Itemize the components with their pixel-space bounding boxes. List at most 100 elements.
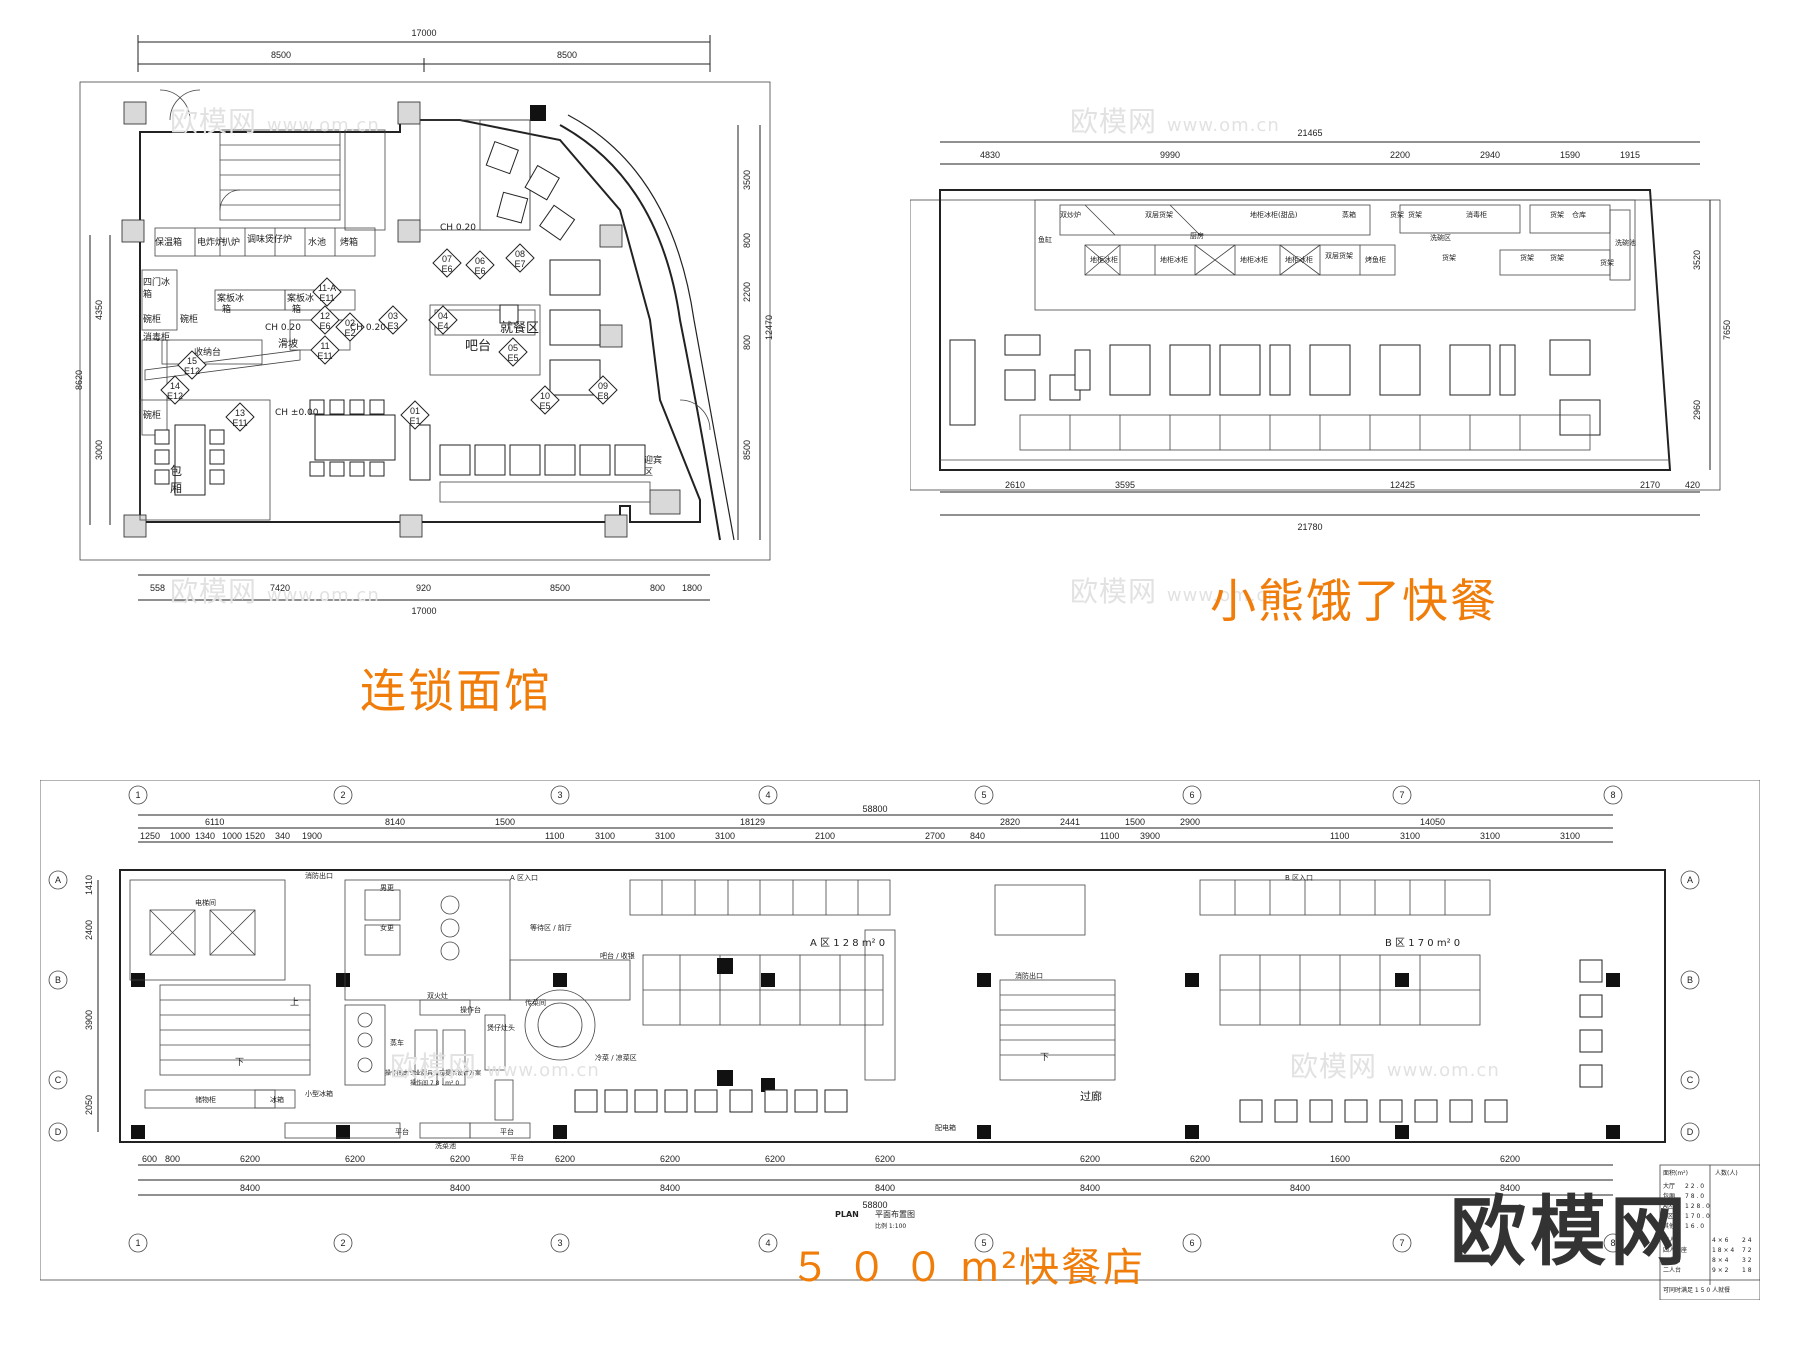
cashier-label: 收纳台 (194, 346, 221, 358)
svg-text:08: 08 (515, 249, 525, 259)
svg-text:E4: E4 (437, 321, 448, 331)
height-mark-3: CH 0.20 (350, 323, 386, 333)
plan-xiaoxiong-fastfood: 21465 4830 9990 2200 2940 1590 1915 2610… (910, 120, 1750, 550)
svg-text:B: B (1687, 975, 1693, 985)
private-room-label-2: 厢 (170, 481, 182, 495)
caption-noodle-shop: 连锁面馆 (360, 664, 552, 718)
fastfood-drawing: 21465 4830 9990 2200 2940 1590 1915 2610… (910, 128, 1732, 532)
svg-text:B: B (55, 975, 61, 985)
svg-text:E8: E8 (597, 391, 608, 401)
svg-text:消毒柜: 消毒柜 (1466, 210, 1487, 219)
svg-text:2940: 2940 (1480, 150, 1500, 160)
svg-text:3100: 3100 (1560, 831, 1580, 841)
watermark: 欧模网 www.om.cn (170, 575, 380, 608)
svg-text:货架: 货架 (1520, 253, 1534, 262)
elevator-core (129, 879, 286, 981)
board-fridge2-label: 案板冰 (287, 292, 314, 304)
svg-text:地柜冰柜: 地柜冰柜 (1285, 255, 1313, 264)
p1-dim-left-0: 4350 (94, 300, 104, 320)
svg-text:鱼缸: 鱼缸 (1038, 235, 1052, 244)
svg-text:15: 15 (187, 356, 197, 366)
svg-text:E7: E7 (514, 259, 525, 269)
svg-text:8 × 4: 8 × 4 (1712, 1257, 1729, 1264)
p1-dim-bottom-1: 7420 (270, 583, 290, 593)
p1-dim-bottom-4: 800 (650, 583, 665, 593)
dining-tables (485, 140, 601, 396)
svg-text:小型冰箱: 小型冰箱 (305, 1089, 333, 1098)
svg-text:E2: E2 (344, 328, 355, 338)
svg-text:厨房: 厨房 (1190, 231, 1204, 240)
svg-text:3: 3 (557, 790, 562, 800)
svg-text:人数(人): 人数(人) (1715, 1169, 1738, 1177)
stair-mid (999, 979, 1116, 1081)
svg-text:B 区入口: B 区入口 (1285, 874, 1313, 882)
welcome-label-2: 区 (644, 467, 653, 478)
svg-text:洗菜池: 洗菜池 (435, 1141, 456, 1150)
svg-text:3595: 3595 (1115, 480, 1135, 490)
p1-dim-left-2: 3000 (94, 440, 104, 460)
svg-text:双火灶: 双火灶 (427, 991, 448, 1000)
disinfect-label: 消毒柜 (143, 331, 170, 343)
svg-text:E5: E5 (539, 401, 550, 411)
svg-text:7650: 7650 (1722, 320, 1732, 340)
svg-text:1900: 1900 (302, 831, 322, 841)
noodle-shop-drawing: 17000 8500 8500 558 7420 920 8500 800 18… (74, 28, 774, 616)
caption-fastfood: 小熊饿了快餐 (1210, 574, 1498, 628)
corridor-label: 过廊 (1080, 1089, 1102, 1103)
svg-text:蒸车: 蒸车 (390, 1038, 404, 1047)
svg-text:地柜冰柜: 地柜冰柜 (1160, 255, 1188, 264)
svg-text:7: 7 (1399, 790, 1404, 800)
svg-text:1 7 0 . 0: 1 7 0 . 0 (1685, 1213, 1710, 1220)
svg-text:2400: 2400 (84, 920, 94, 940)
svg-text:6110: 6110 (205, 817, 224, 827)
svg-text:包厢: 包厢 (1663, 1192, 1675, 1200)
svg-text:1 8 × 4: 1 8 × 4 (1712, 1247, 1734, 1254)
svg-text:女更: 女更 (380, 923, 394, 932)
svg-text:消防出口: 消防出口 (1015, 971, 1043, 980)
svg-text:2200: 2200 (1390, 150, 1410, 160)
bowl-cabinet-3: 碗柜 (143, 409, 161, 421)
p1-dim-right-5: 8500 (742, 440, 752, 460)
svg-text:1000: 1000 (170, 831, 190, 841)
svg-text:平面布置图: 平面布置图 (875, 1209, 915, 1219)
svg-text:烤鱼柜: 烤鱼柜 (1365, 255, 1386, 264)
plan-noodle-shop: 17000 8500 8500 558 7420 920 8500 800 18… (60, 20, 840, 620)
svg-text:14: 14 (170, 381, 180, 391)
svg-text:储物柜: 储物柜 (195, 1095, 216, 1104)
bar-label: 吧台 (465, 339, 491, 354)
svg-text:8: 8 (1610, 1238, 1615, 1248)
svg-text:6200: 6200 (875, 1154, 895, 1164)
svg-text:货架: 货架 (1408, 210, 1422, 219)
svg-text:货架: 货架 (1550, 253, 1564, 262)
svg-text:1100: 1100 (545, 831, 564, 841)
svg-text:其他: 其他 (1663, 1222, 1675, 1230)
svg-text:3100: 3100 (595, 831, 615, 841)
svg-text:1590: 1590 (1560, 150, 1580, 160)
svg-text:PLAN: PLAN (835, 1210, 859, 1219)
svg-text:电梯间: 电梯间 (195, 898, 216, 907)
bar-counter (429, 304, 541, 376)
brand-logo: 欧模网 (1450, 1187, 1690, 1276)
svg-text:1340: 1340 (195, 831, 215, 841)
axis-bubbles (48, 785, 1700, 1253)
svg-text:冷菜 / 凉菜区: 冷菜 / 凉菜区 (595, 1053, 637, 1062)
structural-columns (131, 973, 1620, 1139)
booth-row (409, 424, 651, 503)
svg-text:8400: 8400 (240, 1183, 260, 1193)
svg-text:600: 600 (142, 1154, 157, 1164)
svg-text:洗碗池: 洗碗池 (1615, 238, 1636, 247)
svg-text:6200: 6200 (1190, 1154, 1210, 1164)
svg-text:6200: 6200 (1500, 1154, 1520, 1164)
svg-text:3: 3 (557, 1238, 562, 1248)
svg-text:四人台: 四人台 (1663, 1236, 1681, 1244)
svg-text:2700: 2700 (925, 831, 945, 841)
svg-text:地柜冰柜(甜品): 地柜冰柜(甜品) (1250, 210, 1298, 219)
svg-text:11: 11 (320, 341, 329, 351)
svg-text:操作间 7 8 . m² 0: 操作间 7 8 . m² 0 (410, 1079, 459, 1087)
svg-text:上: 上 (290, 997, 299, 1008)
height-mark-1: CH 0.20 (440, 223, 476, 233)
svg-text:11-A: 11-A (318, 283, 336, 293)
p1-dim-top-1: 8500 (557, 50, 577, 60)
svg-text:双炒炉: 双炒炉 (1060, 210, 1081, 219)
svg-text:12: 12 (320, 311, 330, 321)
